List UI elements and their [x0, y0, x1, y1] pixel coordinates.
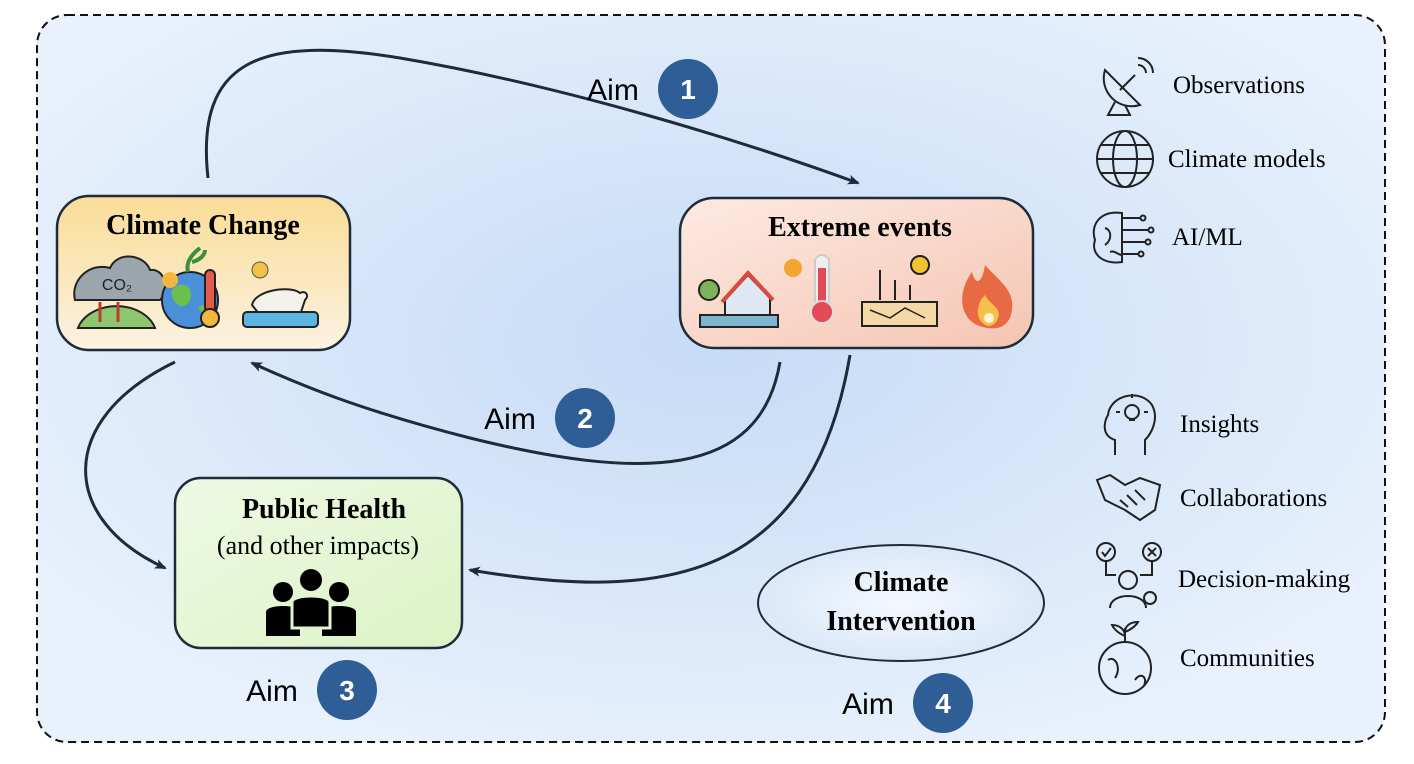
climate-change-title: Climate Change: [106, 210, 300, 241]
climate-intervention-line2: Intervention: [826, 606, 976, 637]
aim-label: Aim: [842, 688, 894, 721]
legend-communities: Communities: [1180, 645, 1315, 672]
earth-plant-icon: [1098, 620, 1152, 695]
globe-icon: [1096, 130, 1154, 188]
people-group-icon: [266, 569, 356, 636]
legend-observations: Observations: [1173, 72, 1305, 99]
head-lightbulb-icon: [1103, 394, 1156, 455]
satellite-dish-icon: [1102, 57, 1154, 116]
aim-number: 3: [339, 675, 355, 706]
aim-2: Aim 2: [484, 388, 615, 448]
aim-1: Aim 1: [587, 59, 718, 119]
public-health-subtitle: (and other impacts): [217, 531, 419, 560]
node-public-health: Public Health (and other impacts): [173, 476, 464, 650]
extreme-events-title: Extreme events: [768, 212, 952, 243]
earth-thermometer-icon: [161, 246, 220, 329]
node-extreme-events: Extreme events: [678, 196, 1035, 350]
decision-person-icon: [1096, 542, 1162, 609]
aim-label: Aim: [587, 74, 639, 107]
legend-climate-models: Climate models: [1168, 146, 1326, 173]
legend-decision-making: Decision-making: [1178, 566, 1351, 593]
aim-3: Aim 3: [246, 660, 377, 720]
fire-icon: [962, 265, 1013, 329]
co2-cloud-icon: CO₂: [73, 255, 167, 329]
legend-insights: Insights: [1180, 411, 1259, 438]
aim-label: Aim: [484, 403, 536, 436]
aim-number: 1: [680, 74, 696, 105]
drought-icon: [861, 255, 938, 327]
svg-text:CO₂: CO₂: [102, 277, 132, 294]
public-health-title: Public Health: [242, 494, 407, 525]
arrow-aim2: [250, 361, 782, 466]
handshake-icon: [1095, 473, 1162, 522]
node-climate-intervention: Climate Intervention: [757, 544, 1045, 662]
node-climate-change: Climate Change CO₂: [55, 194, 352, 352]
aim-number: 2: [577, 403, 593, 434]
climate-intervention-line1: Climate: [854, 567, 949, 598]
aim-label: Aim: [246, 675, 298, 708]
brain-circuit-icon: [1092, 211, 1155, 264]
aim-4: Aim 4: [842, 673, 973, 733]
aim-number: 4: [935, 688, 951, 719]
flood-house-icon: [698, 270, 779, 328]
arrow-aim1: [204, 48, 860, 185]
polar-bear-icon: [242, 261, 319, 328]
arrow-aim3: [84, 360, 176, 570]
legend-collaborations: Collaborations: [1180, 485, 1327, 512]
legend-ai-ml: AI/ML: [1172, 224, 1243, 251]
heat-thermometer-icon: [784, 254, 834, 324]
arrow-aim4: [468, 354, 852, 584]
